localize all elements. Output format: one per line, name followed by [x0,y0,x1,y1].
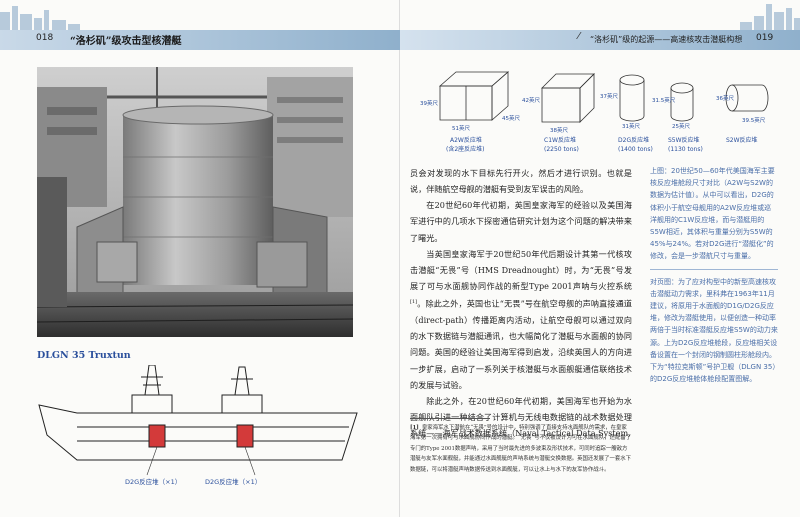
footnote-rule [410,418,490,419]
reactor-compartment-photo [37,67,353,337]
paragraph: 员会对发现的水下目标先行开火，然后才进行识别。也就是说，伴随航空母舰的潜艇有受到… [410,168,632,195]
header-slash-icon: ⁄ [578,31,580,42]
reactor-name: C1W反应堆 [544,136,576,144]
dim-label: 42英尺 [522,96,540,104]
reactor-name: S5W反应堆 [668,136,700,144]
reactor-callout-right: D2G反应堆（×1） [205,478,262,486]
drawing-title: DLGN 35 Truxtun [37,350,131,361]
reactor-name: D2G反应堆 [618,136,649,144]
skyline-decoration-right [740,4,800,32]
reactor-size-comparison-figure: 39英尺 51英尺 45英尺 42英尺 38英尺 37英尺 31英尺 31.5英… [420,58,780,162]
caption-facing: 对页图：为了应对构型中的新型高速核攻击潜艇动力需求，里科弗在1963年11月建议… [650,277,778,384]
reactor-name: (含2座反应堆) [446,145,485,153]
main-body-text: 员会对发现的水下目标先行开火，然后才进行识别。也就是说，伴随航空母舰的潜艇有受到… [410,165,632,441]
dim-label: 37英尺 [600,92,618,100]
paragraph: 在20世纪60年代初期，英国皇家海军的经验以及美国海军进行中的几项水下探密通信研… [410,200,632,243]
dim-label: 45英尺 [502,114,520,122]
sidebar-captions: 上图：20世纪50—60年代美国海军主要核反应堆舱段尺寸对比（A2W与S2W的数… [650,165,778,385]
dim-label: 39.5英尺 [742,116,766,124]
footnote-mark: [1] [410,425,419,431]
paragraph: 除此之外，在20世纪60年代初期，美国海军也开始为水面舰队引进一种结合了计算机与… [410,395,632,439]
paragraph: 当英国皇家海军于20世纪50年代后期设计其第一代核攻击潜艇“无畏”号（HMS D… [410,248,632,390]
reactor-name: A2W反应堆 [450,136,482,144]
dim-label: 39英尺 [420,99,438,107]
dim-label: 36英尺 [716,94,734,102]
chapter-title-left: “洛杉矶”级攻击型核潜艇 [70,36,182,47]
dim-label: 51英尺 [452,124,470,132]
page-number-right: 019 [756,33,774,43]
header-band-right [400,30,800,50]
reactor-name: S2W反应堆 [726,136,758,144]
reactor-callout-left: D2G反应堆（×1） [125,478,182,486]
header-band-left [0,30,400,50]
dim-label: 25英尺 [672,122,690,130]
dim-label: 38英尺 [550,126,568,134]
reactor-name: (2250 tons) [544,146,579,153]
truxtun-profile-drawing [37,364,367,514]
dim-label: 31.5英尺 [652,96,676,104]
reactor-name: (1400 tons) [618,146,653,153]
footnote-ref[interactable]: [1] [410,299,418,306]
caption-separator [650,268,778,270]
dim-label: 31英尺 [622,122,640,130]
reactor-name: (1130 tons) [668,146,703,153]
chapter-title-right: “洛杉矶”级的起源——高速核攻击潜艇构想 [590,35,743,44]
footnote: [1]皇家海军水下潜航在“无畏”号的设计中，特别强调了直接支持水面舰队的需求，在… [410,423,632,475]
footnote-text: 皇家海军水下潜航在“无畏”号的设计中，特别强调了直接支持水面舰队的需求，在皇家海… [410,425,632,473]
skyline-decoration-left [0,6,80,32]
page-number-left: 018 [36,33,54,43]
caption-top: 上图：20世纪50—60年代美国海军主要核反应堆舱段尺寸对比（A2W与S2W的数… [650,167,775,261]
